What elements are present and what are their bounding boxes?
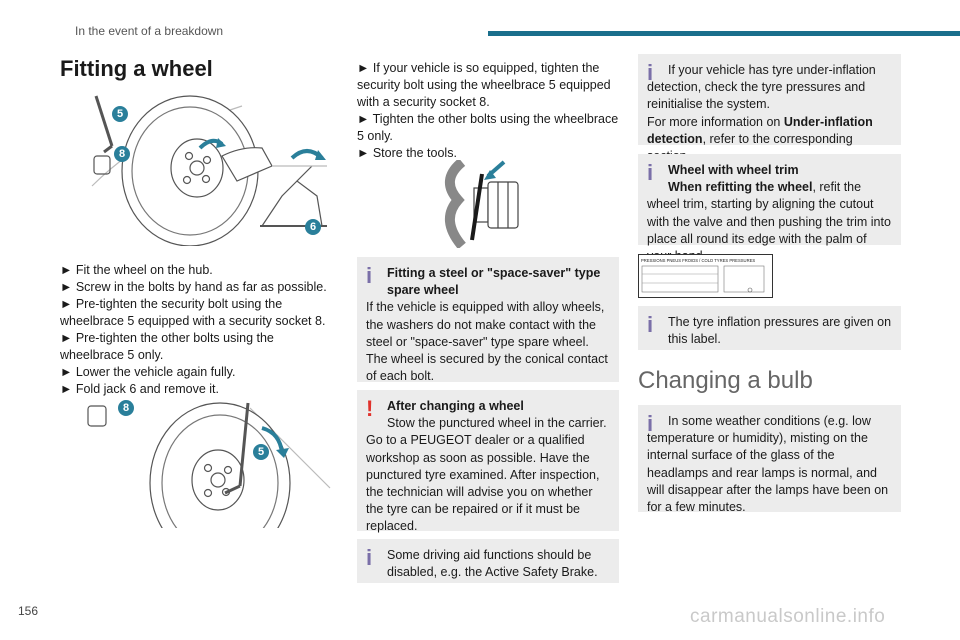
watermark: carmanualsonline.info [690, 606, 886, 627]
info-icon: i [366, 263, 373, 288]
callout-8: 8 [114, 146, 130, 162]
note-body: In some weather conditions (e.g. low tem… [647, 414, 889, 515]
list-item: ► Screw in the bolts by hand as far as p… [60, 280, 327, 294]
note-body: If your vehicle has tyre under-inflation… [647, 63, 876, 112]
wheel-tightening-illustration [87, 402, 331, 528]
header-accent-bar [488, 31, 960, 36]
list-item: ► Fit the wheel on the hub. [60, 263, 213, 277]
bolt-washer-illustration [445, 160, 519, 248]
fitting-steps-list: ► Fit the wheel on the hub. ► Screw in t… [60, 262, 340, 398]
tyre-label-heading: PRESSIONS PNEUS FROIDS / COLD TYRES PRES… [641, 258, 755, 263]
tyre-label-note: i The tyre inflation pressures are given… [638, 306, 901, 350]
note-title: Wheel with wheel trim [668, 163, 799, 177]
list-item: ► Pre-tighten the other bolts using the … [60, 331, 274, 362]
list-item: ► If your vehicle is so equipped, tighte… [357, 61, 611, 109]
callout-5: 5 [112, 106, 128, 122]
list-item: ► Tighten the other bolts using the whee… [357, 112, 619, 143]
callout-6: 6 [305, 219, 321, 235]
driving-aid-note: i Some driving aid functions should be d… [357, 539, 619, 583]
section-title: Changing a bulb [638, 367, 813, 394]
after-changing-warning: ! After changing a wheel Stow the punctu… [357, 390, 619, 533]
warning-body: Go to a PEUGEOT dealer or a qualified wo… [366, 433, 600, 534]
info-icon: i [366, 545, 373, 570]
wheel-trim-note: i Wheel with wheel trim When refitting t… [638, 154, 901, 263]
info-icon: i [647, 312, 654, 337]
callout-8: 8 [118, 400, 134, 416]
page-title: Fitting a wheel [60, 56, 213, 81]
info-icon: i [647, 411, 654, 436]
list-item: ► Pre-tighten the security bolt using th… [60, 297, 326, 328]
running-header: In the event of a breakdown [75, 24, 224, 38]
note-body: If the vehicle is equipped with alloy wh… [366, 300, 608, 384]
callout-5: 5 [253, 444, 269, 460]
note-body: The tyre inflation pressures are given o… [668, 315, 892, 347]
page-number: 156 [18, 604, 39, 618]
list-item: ► Fold jack 6 and remove it. [60, 382, 219, 396]
note-body: Some driving aid functions should be dis… [387, 548, 598, 580]
info-icon: i [647, 160, 654, 185]
bulb-misting-note: i In some weather conditions (e.g. low t… [638, 405, 901, 514]
list-item: ► Store the tools. [357, 146, 457, 160]
tightening-steps-list: ► If your vehicle is so equipped, tighte… [357, 60, 619, 162]
wheel-fitting-illustration [91, 95, 327, 246]
note-title: Fitting a steel or "space-saver" type sp… [387, 266, 601, 298]
steel-spare-wheel-note: i Fitting a steel or "space-saver" type … [357, 257, 619, 384]
list-item: ► Lower the vehicle again fully. [60, 365, 236, 379]
info-icon: i [647, 60, 654, 85]
note-body: When refitting the wheel, refit the whee… [647, 180, 891, 263]
note-reference: For more information on Under-inflation … [647, 114, 873, 163]
under-inflation-note: i If your vehicle has tyre under-inflati… [638, 54, 901, 163]
warning-icon: ! [366, 396, 374, 421]
warning-title: After changing a wheel [387, 399, 524, 413]
tyre-pressure-label-image: PRESSIONS PNEUS FROIDS / COLD TYRES PRES… [638, 254, 773, 298]
warning-line: Stow the punctured wheel in the carrier. [387, 416, 607, 431]
